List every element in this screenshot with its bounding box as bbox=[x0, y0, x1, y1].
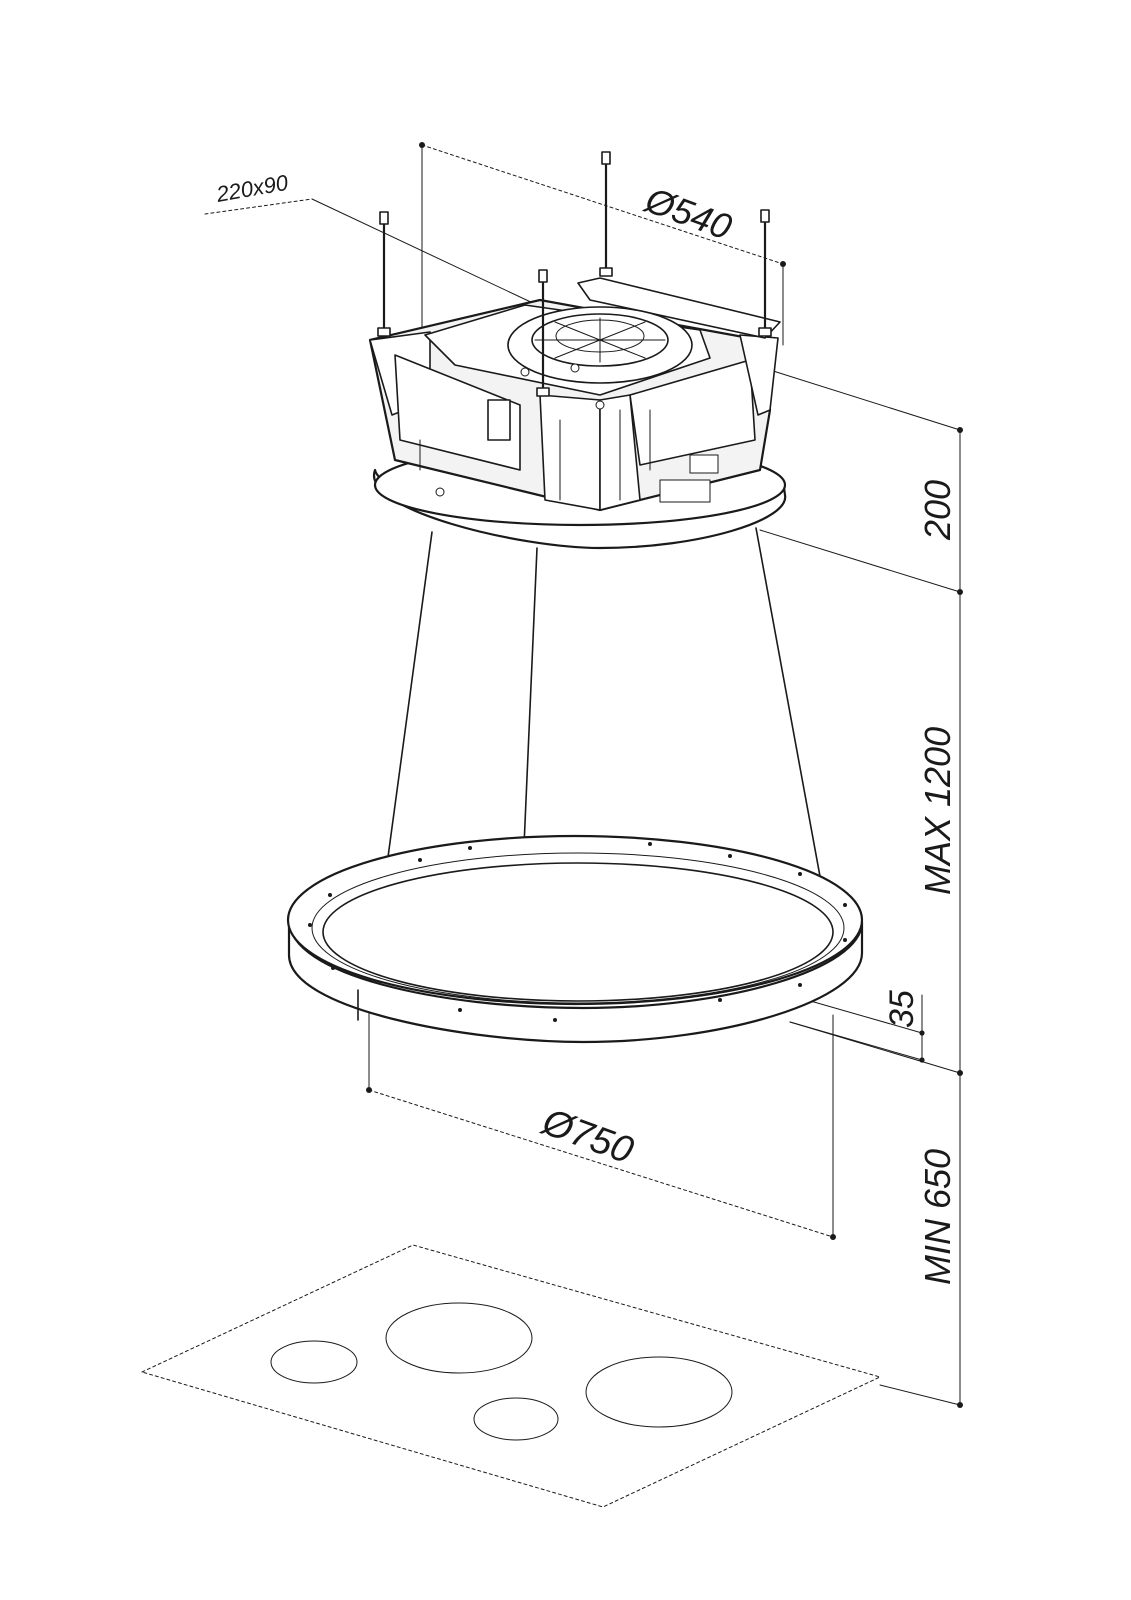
cooktop-burner bbox=[473, 1397, 559, 1441]
motor-height-label: 200 bbox=[917, 480, 958, 541]
outlet-size-label: 220x90 bbox=[214, 170, 291, 207]
threaded-rod-back bbox=[599, 151, 613, 277]
cable-height-label: MAX 1200 bbox=[917, 727, 958, 895]
ring-thickness-label: 35 bbox=[883, 990, 921, 1028]
threaded-rod-left bbox=[377, 211, 391, 337]
top-diameter-label: Ø540 bbox=[639, 179, 737, 248]
threaded-rod-right bbox=[758, 209, 772, 337]
dimension-lines bbox=[204, 142, 963, 1408]
cooktop bbox=[141, 1244, 881, 1508]
cooktop-burner bbox=[585, 1356, 733, 1428]
cooktop-burner bbox=[270, 1340, 358, 1384]
motor-unit bbox=[368, 277, 787, 550]
threaded-rods bbox=[377, 151, 772, 397]
min-height-label: MIN 650 bbox=[917, 1149, 958, 1285]
light-ring bbox=[286, 834, 864, 1044]
cooktop-burner bbox=[385, 1302, 533, 1374]
threaded-rod-front bbox=[536, 269, 550, 397]
ring-diameter-label: Ø750 bbox=[535, 1100, 639, 1172]
